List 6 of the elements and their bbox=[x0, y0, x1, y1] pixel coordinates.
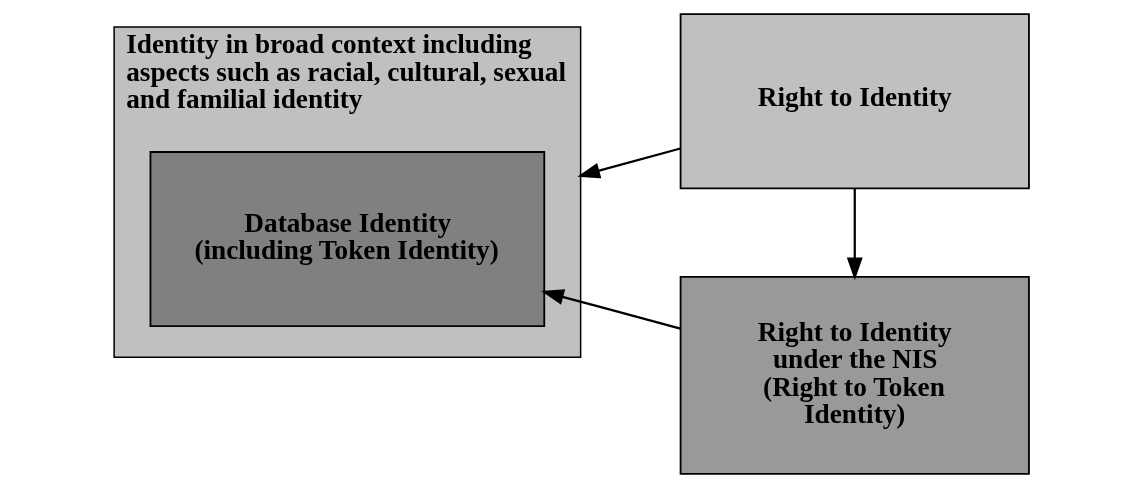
arrow bbox=[846, 188, 863, 281]
arrow bbox=[540, 289, 681, 330]
node-box: Database Identity (including Token Identity) bbox=[149, 151, 545, 328]
node-box: Right to Identity bbox=[679, 13, 1030, 190]
node-box: Right to Identity under the NIS (Right to Token Identity) bbox=[679, 276, 1030, 475]
arrow bbox=[576, 147, 681, 179]
